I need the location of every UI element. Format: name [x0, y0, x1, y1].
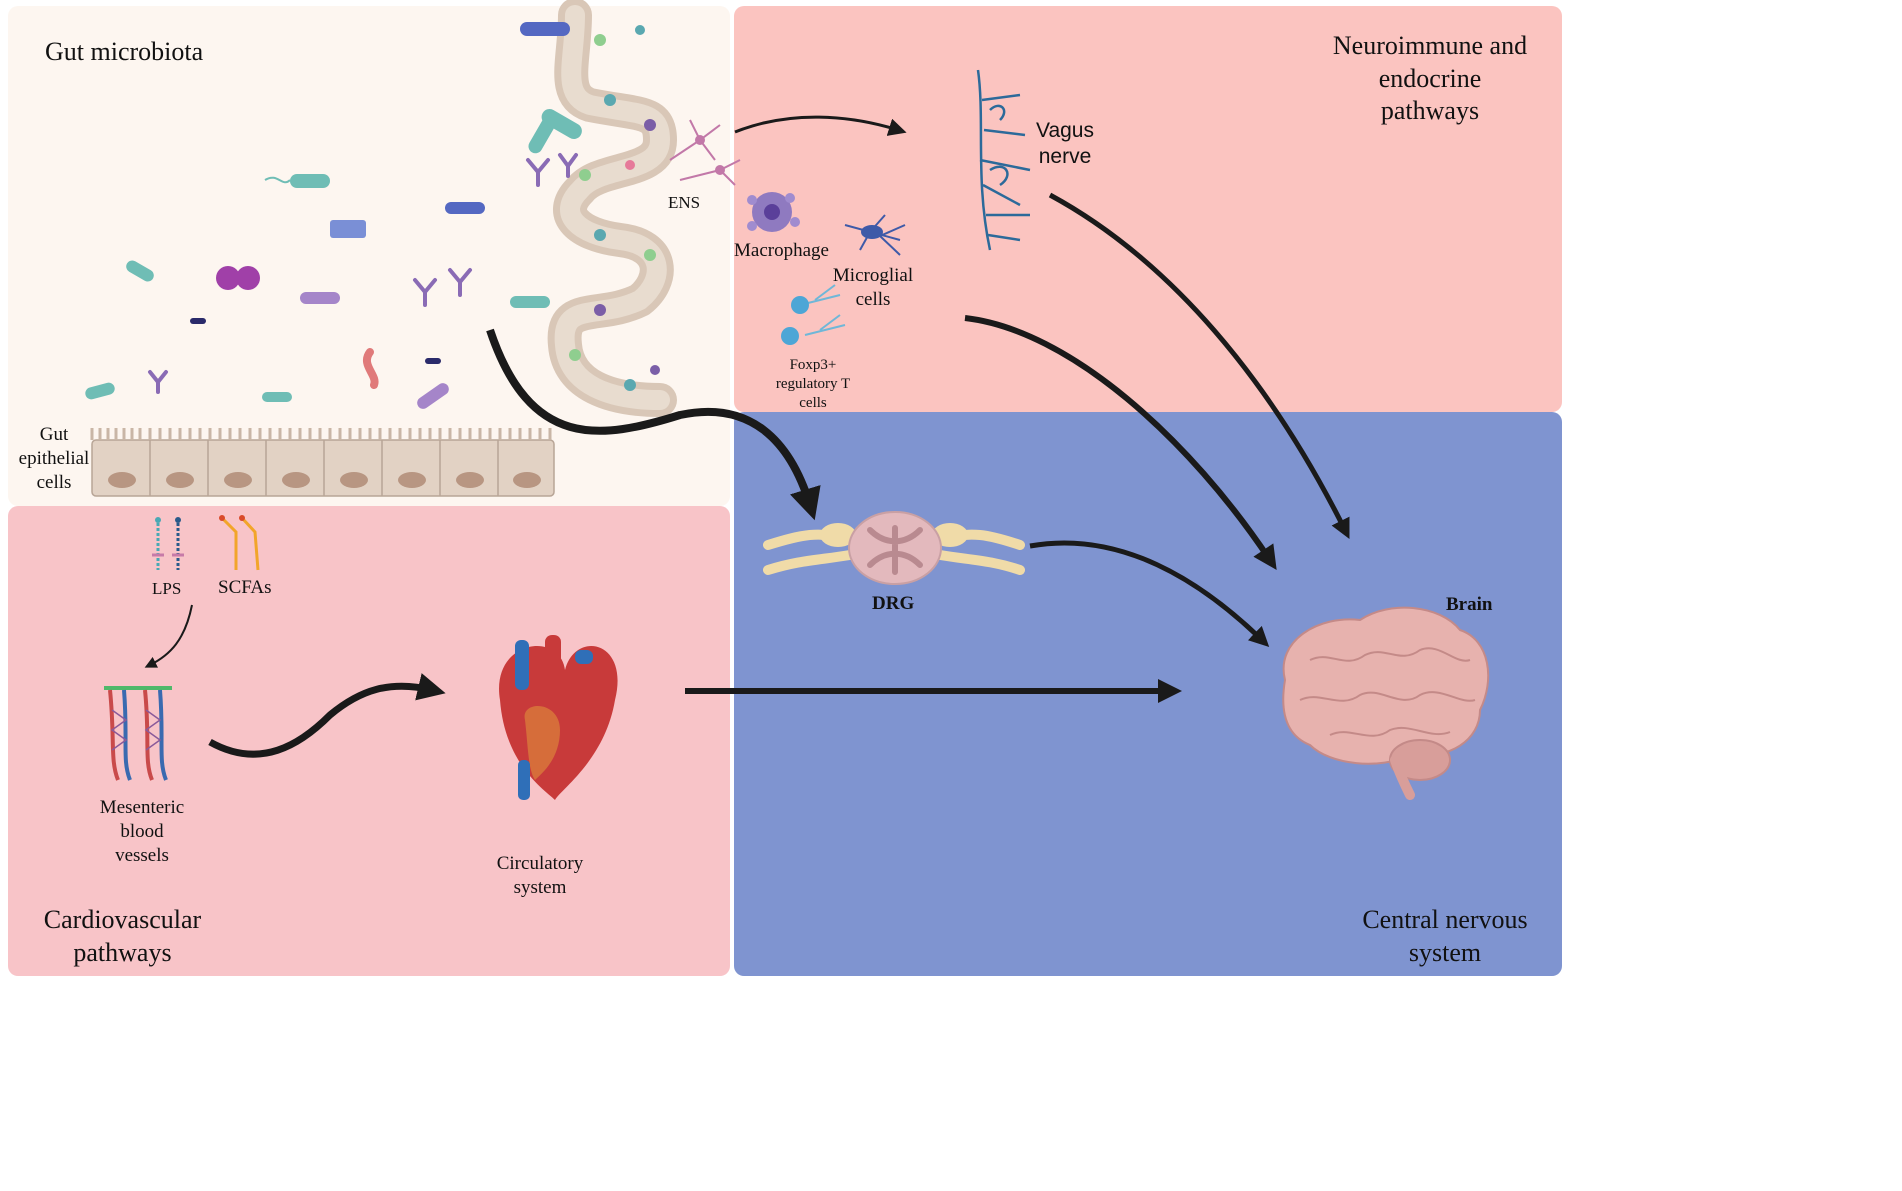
mesenteric-line2: blood: [120, 820, 164, 842]
arrow-drg-to-brain: [1029, 540, 1270, 647]
cardio-title-line2: pathways: [73, 937, 172, 967]
arrow-ens-to-vagus: [734, 115, 907, 136]
arrow-gut-to-drg: [486, 328, 821, 521]
scfa-icon: [219, 515, 260, 571]
foxp3-line2: regulatory T: [775, 375, 851, 392]
neuro-title-line3: pathways: [1380, 96, 1480, 125]
lps-icon: [152, 517, 184, 570]
gut-epithelial-label: Gut epithelial cells: [14, 423, 94, 494]
gut-epithelial-line3: cells: [36, 471, 72, 493]
mesenteric-line1: Mesenteric: [99, 797, 185, 818]
arrow-vessels-to-heart: [208, 673, 446, 758]
brain-icon: [1282, 606, 1490, 800]
microglial-label: Microglial cells: [828, 264, 918, 312]
pathway-arrows: [144, 115, 1350, 758]
neuro-panel-title: Neuroimmune and endocrine pathways: [1320, 30, 1540, 128]
mesenteric-label: Mesenteric blood vessels: [90, 796, 194, 867]
gut-epithelial-line2: epithelial: [18, 447, 90, 469]
drg-icon: [763, 511, 1025, 585]
cardio-title-line1: Cardiovascular: [43, 905, 202, 934]
ens-label: ENS: [668, 193, 701, 212]
gut-panel-title: Gut microbiota: [45, 37, 204, 66]
arrow-vagus-to-brain: [1048, 192, 1350, 539]
mesenteric-line3: vessels: [115, 844, 169, 866]
t-cell-icon: [781, 284, 846, 345]
scfas-label: SCFAs: [218, 577, 272, 598]
drg-label: DRG: [872, 593, 915, 614]
neuro-title-line2: endocrine: [1378, 63, 1482, 93]
vagus-nerve-icon: [976, 69, 1031, 251]
cardiovascular-panel: [8, 506, 730, 976]
macrophage-label: Macrophage: [734, 240, 829, 261]
blood-vessels-icon: [104, 686, 172, 781]
brain-label: Brain: [1446, 594, 1493, 615]
cns-panel-title: Central nervous system: [1345, 904, 1545, 969]
lps-label: LPS: [152, 579, 182, 598]
foxp3-line1: Foxp3+: [789, 357, 837, 373]
microglial-line2: cells: [855, 288, 891, 310]
ens-neurons-icon: [669, 119, 741, 186]
heart-icon: [499, 635, 618, 800]
arrow-lps-to-vessels: [144, 604, 193, 668]
microglial-line1: Microglial: [832, 265, 914, 286]
foxp3-line3: cells: [799, 394, 827, 411]
circulatory-line1: Circulatory: [496, 853, 584, 874]
microglia-icon: [844, 214, 906, 256]
macrophage-icon: [747, 192, 800, 232]
vagus-nerve-label: Vagus nerve: [1035, 118, 1095, 171]
villi-icon: [547, 0, 678, 417]
circulatory-label: Circulatory system: [488, 852, 592, 900]
antibody-icon: [148, 153, 578, 394]
arrow-immune-to-brain: [964, 315, 1277, 570]
epithelial-cells-icon: [90, 428, 555, 497]
cardio-panel-title: Cardiovascular pathways: [30, 904, 215, 969]
foxp3-label: Foxp3+ regulatory T cells: [768, 356, 858, 412]
neuro-title-line1: Neuroimmune and: [1332, 31, 1528, 60]
neuroimmune-panel: [734, 6, 1562, 412]
cns-title-line1: Central nervous: [1362, 905, 1528, 934]
gut-epithelial-line1: Gut: [39, 424, 69, 445]
vagus-line2: nerve: [1038, 145, 1092, 169]
vagus-line1: Vagus: [1036, 119, 1094, 142]
gut-microbiota-panel: [8, 6, 730, 506]
circulatory-line2: system: [513, 876, 567, 898]
cns-title-line2: system: [1408, 937, 1482, 967]
bacteria-icon: [85, 22, 582, 409]
